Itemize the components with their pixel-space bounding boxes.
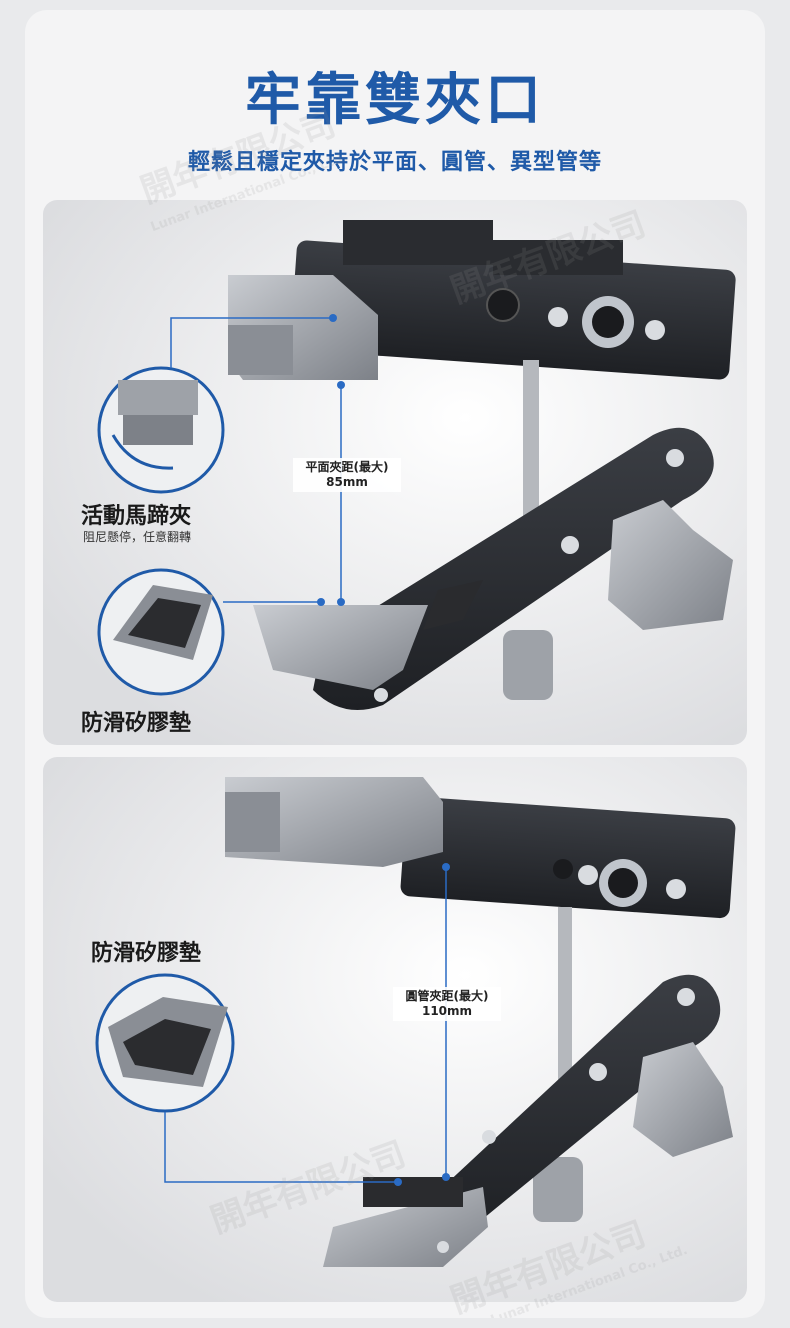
flat-clamp-panel: 平面夾距(最大) 85mm 活動馬蹄夾 阻尼懸停，任意翻轉 防滑矽膠墊 bbox=[43, 200, 747, 745]
product-card: 牢靠雙夾口 輕鬆且穩定夾持於平面、圓管、異型管等 bbox=[25, 10, 765, 1318]
feature-pad-title-2: 防滑矽膠墊 bbox=[91, 941, 202, 966]
flat-measure-value: 85mm bbox=[326, 475, 368, 489]
feature-pad-title: 防滑矽膠墊 bbox=[81, 711, 192, 736]
page-subtitle: 輕鬆且穩定夾持於平面、圓管、異型管等 bbox=[187, 150, 602, 175]
tube-measure-label: 圓管夾距(最大) bbox=[405, 989, 489, 1003]
tube-clamp-panel: 圓管夾距(最大) 110mm 防滑矽膠墊 bbox=[43, 757, 747, 1302]
tube-clamp-distance-label: 圓管夾距(最大) 110mm bbox=[393, 987, 501, 1021]
page-title: 牢靠雙夾口 bbox=[245, 68, 545, 133]
feature-swivel-title: 活動馬蹄夾 bbox=[81, 504, 192, 529]
tube-measure-value: 110mm bbox=[421, 1004, 473, 1018]
flat-measure-label: 平面夾距(最大) bbox=[305, 460, 389, 474]
flat-clamp-distance-label: 平面夾距(最大) 85mm bbox=[293, 458, 401, 492]
feature-swivel-desc: 阻尼懸停，任意翻轉 bbox=[83, 530, 192, 544]
clamp-illustration-tube bbox=[43, 757, 747, 1302]
